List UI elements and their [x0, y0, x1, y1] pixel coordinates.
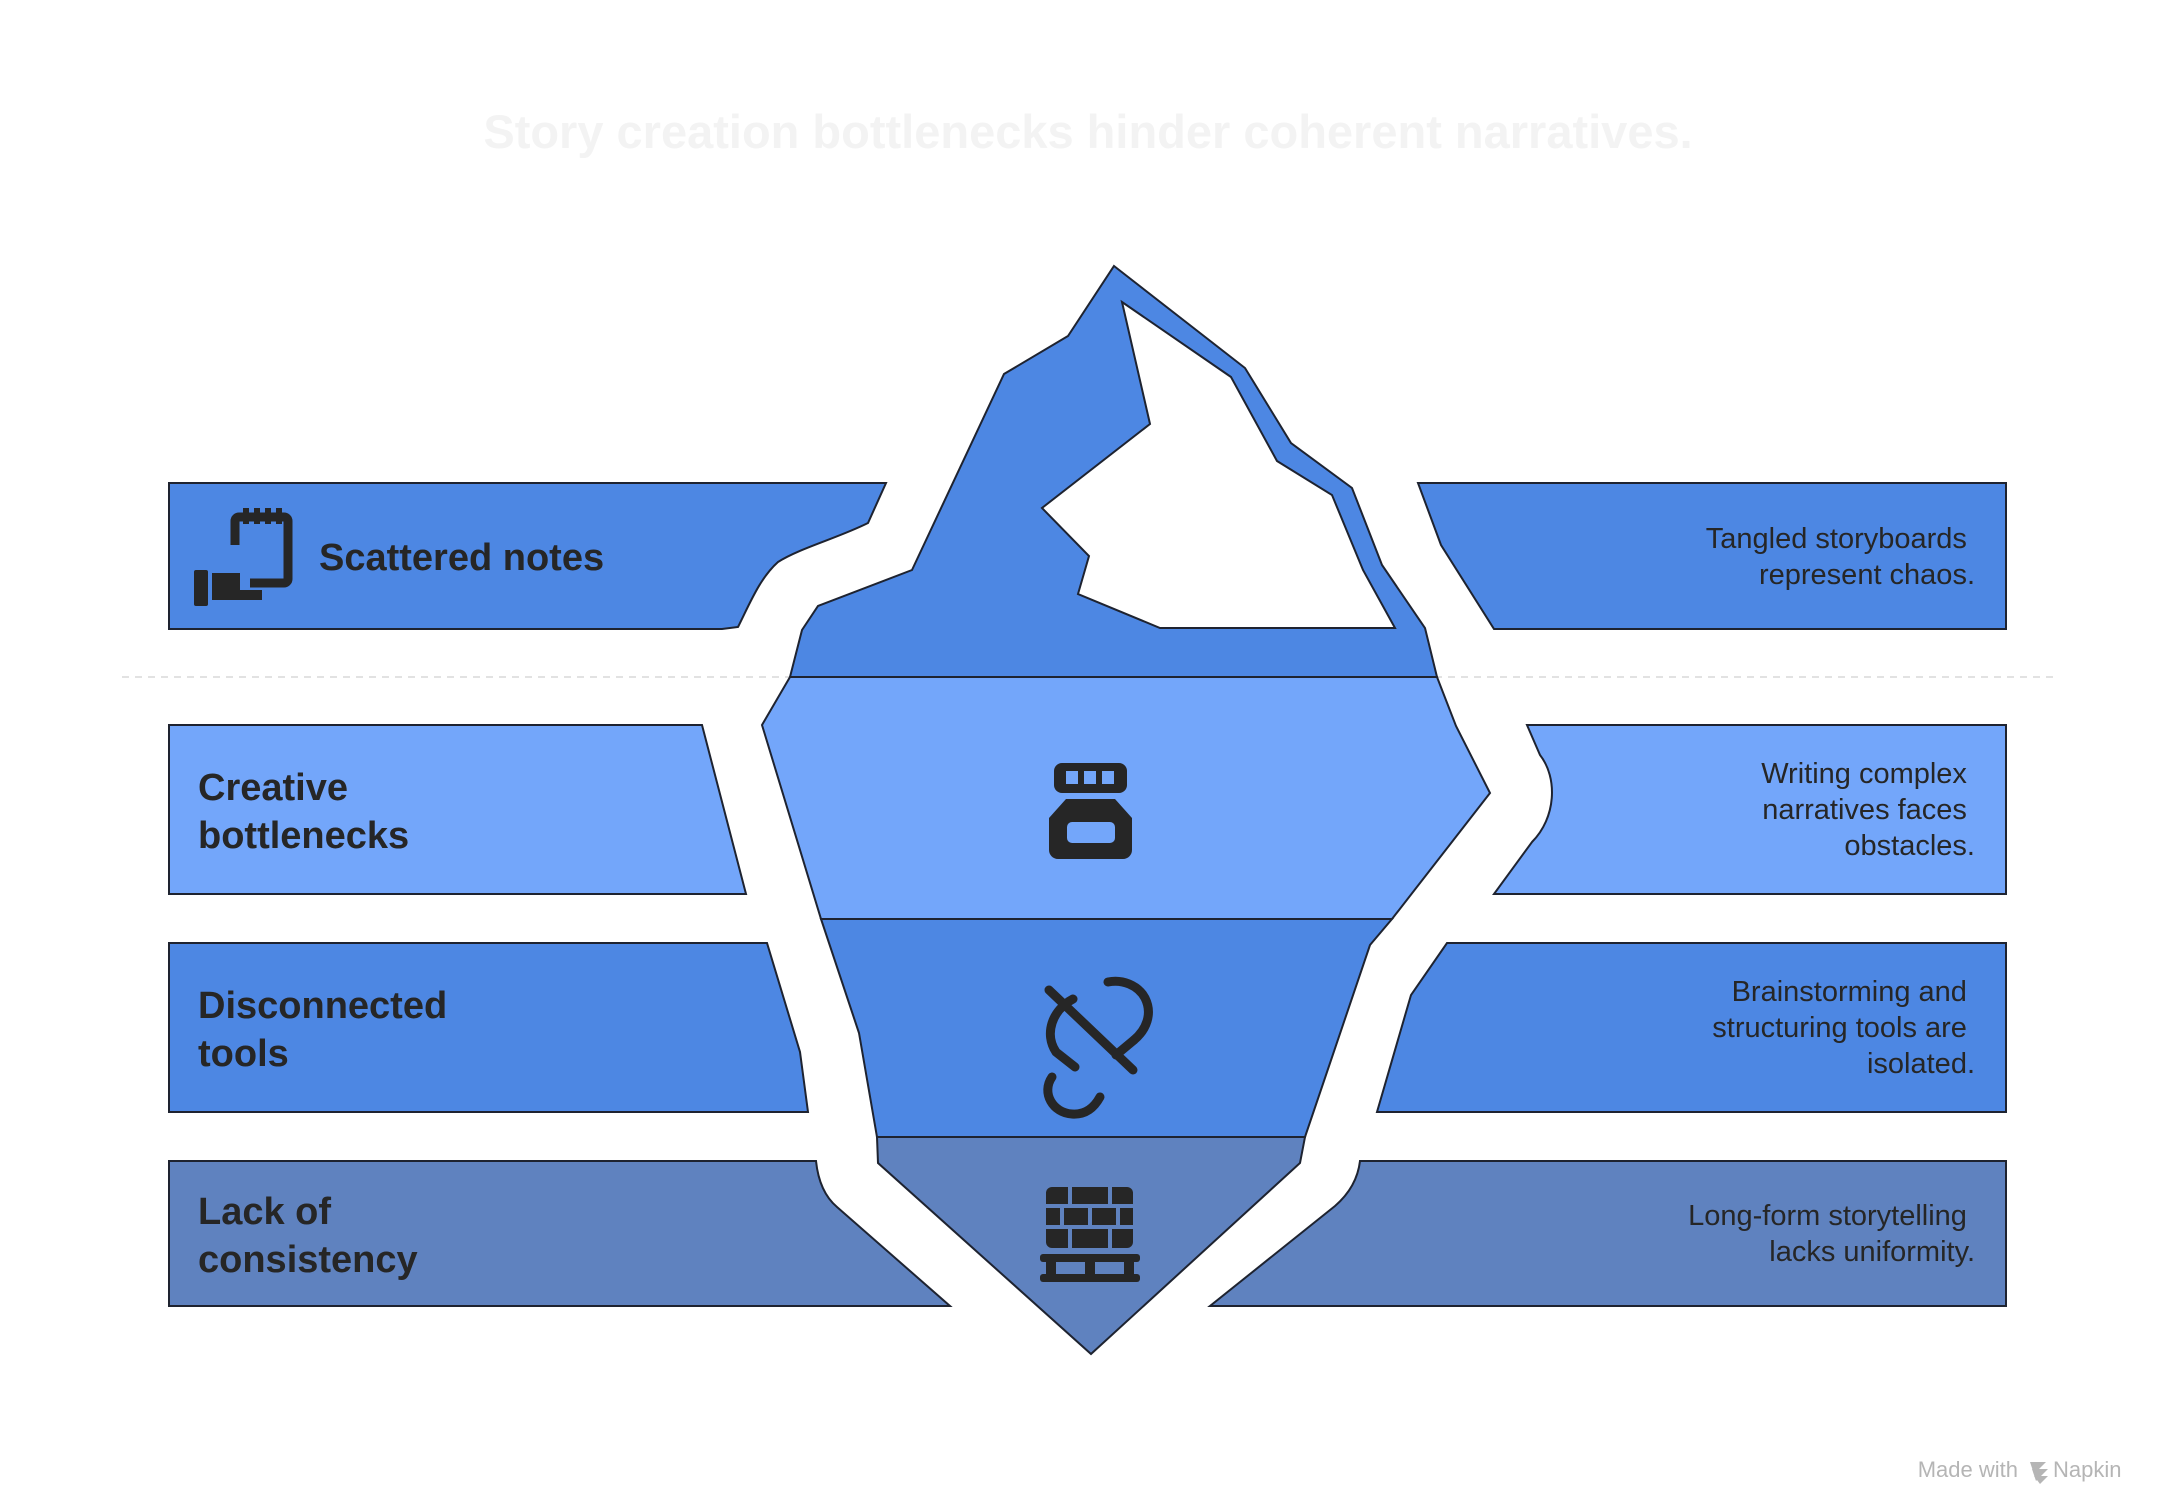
level-1-description: Tangled storyboards represent chaos.	[1706, 523, 1975, 591]
notes-hand-icon	[194, 508, 293, 606]
level-3-label-line: tools	[198, 1033, 289, 1075]
level-4-description: Long-form storytelling lacks uniformity.	[1688, 1200, 1975, 1268]
left-bar-lack-of-consistency	[168, 1160, 953, 1307]
level-3-label: Disconnected tools	[198, 985, 458, 1075]
right-bar-level-1	[1416, 482, 2007, 630]
iceberg-band-creative	[760, 676, 1492, 920]
level-3-label-line: Disconnected	[198, 985, 447, 1027]
level-2-description-line: Writing complex	[1761, 758, 1967, 790]
level-1-description-line: Tangled storyboards	[1706, 523, 1967, 555]
level-3-description-line: structuring tools are	[1712, 1012, 1967, 1044]
level-1-label-line: Scattered notes	[319, 537, 604, 579]
level-1-description-line: represent chaos.	[1759, 559, 1975, 591]
watermark-prefix: Made with	[1918, 1457, 2018, 1482]
level-4-label: Lack of consistency	[198, 1191, 418, 1281]
iceberg-band-disconnected	[819, 918, 1395, 1138]
level-2-description-line: narratives faces	[1762, 794, 1967, 826]
napkin-logo-icon	[2030, 1462, 2048, 1484]
level-2-label: Creative bottlenecks	[198, 767, 409, 857]
level-3-description-line: isolated.	[1867, 1048, 1975, 1080]
right-bar-level-4	[1207, 1160, 2007, 1307]
left-bar-disconnected-tools	[168, 942, 810, 1113]
level-4-label-line: consistency	[198, 1239, 418, 1281]
level-4-description-line: lacks uniformity.	[1769, 1236, 1975, 1268]
brick-wall-icon	[1040, 1187, 1140, 1282]
watermark[interactable]: Made with Napkin	[1918, 1457, 2122, 1484]
level-2-description-line: obstacles.	[1844, 830, 1975, 862]
ink-bottle-icon	[1049, 763, 1132, 859]
left-bar-creative-bottlenecks	[168, 724, 748, 895]
level-4-description-line: Long-form storytelling	[1688, 1200, 1967, 1232]
right-bar-level-3	[1375, 942, 2007, 1113]
iceberg-snow	[1040, 299, 1397, 629]
level-1-label: Scattered notes	[319, 537, 604, 579]
broken-link-icon	[1043, 976, 1153, 1119]
level-2-description: Writing complex narratives faces obstacl…	[1761, 758, 1975, 862]
right-bar-level-2	[1492, 724, 2007, 895]
left-bar-scattered-notes	[168, 482, 888, 630]
level-3-description-line: Brainstorming and	[1732, 976, 1967, 1008]
level-2-label-line: bottlenecks	[198, 815, 409, 857]
watermark-brand: Napkin	[2053, 1457, 2121, 1482]
level-2-label-line: Creative	[198, 767, 348, 809]
diagram-title: Story creation bottlenecks hinder cohere…	[483, 105, 1692, 158]
level-4-label-line: Lack of	[198, 1191, 331, 1233]
level-3-description: Brainstorming and structuring tools are …	[1712, 976, 1975, 1080]
